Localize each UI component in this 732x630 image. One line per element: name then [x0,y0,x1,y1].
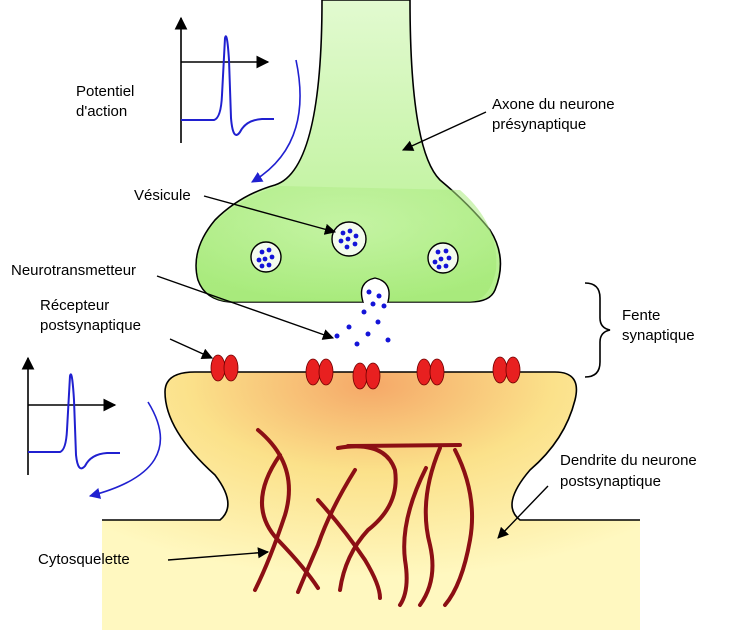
vesicle-right [428,243,458,273]
label-fente-line1: Fente [622,307,660,324]
vesicle-left [251,242,281,272]
signal-arrow-bottom [90,402,160,496]
label-axone-line1: Axone du neurone [492,96,615,113]
label-potentiel-line1: Potentiel [76,83,134,100]
label-vesicule: Vésicule [134,187,191,204]
postsynaptic-dendrite [102,372,640,630]
label-dendrite-line1: Dendrite du neurone [560,452,697,469]
label-neurotransmetteur: Neurotransmetteur [11,262,136,279]
label-cytosquelette: Cytosquelette [38,551,130,568]
synaptic-cleft-bracket [585,283,610,377]
signal-arrow-top [252,60,300,182]
vesicle-center [332,222,366,256]
label-recepteur-line1: Récepteur [40,297,109,314]
label-axone-line2: présynaptique [492,116,586,133]
label-recepteur-line2: postsynaptique [40,317,141,334]
label-fente-line2: synaptique [622,327,695,344]
action-potential-graph-top [181,18,274,143]
action-potential-graph-bottom [28,358,120,475]
label-dendrite-line2: postsynaptique [560,473,661,490]
pointer-recepteur [170,339,212,358]
label-potentiel-line2: d'action [76,103,127,120]
